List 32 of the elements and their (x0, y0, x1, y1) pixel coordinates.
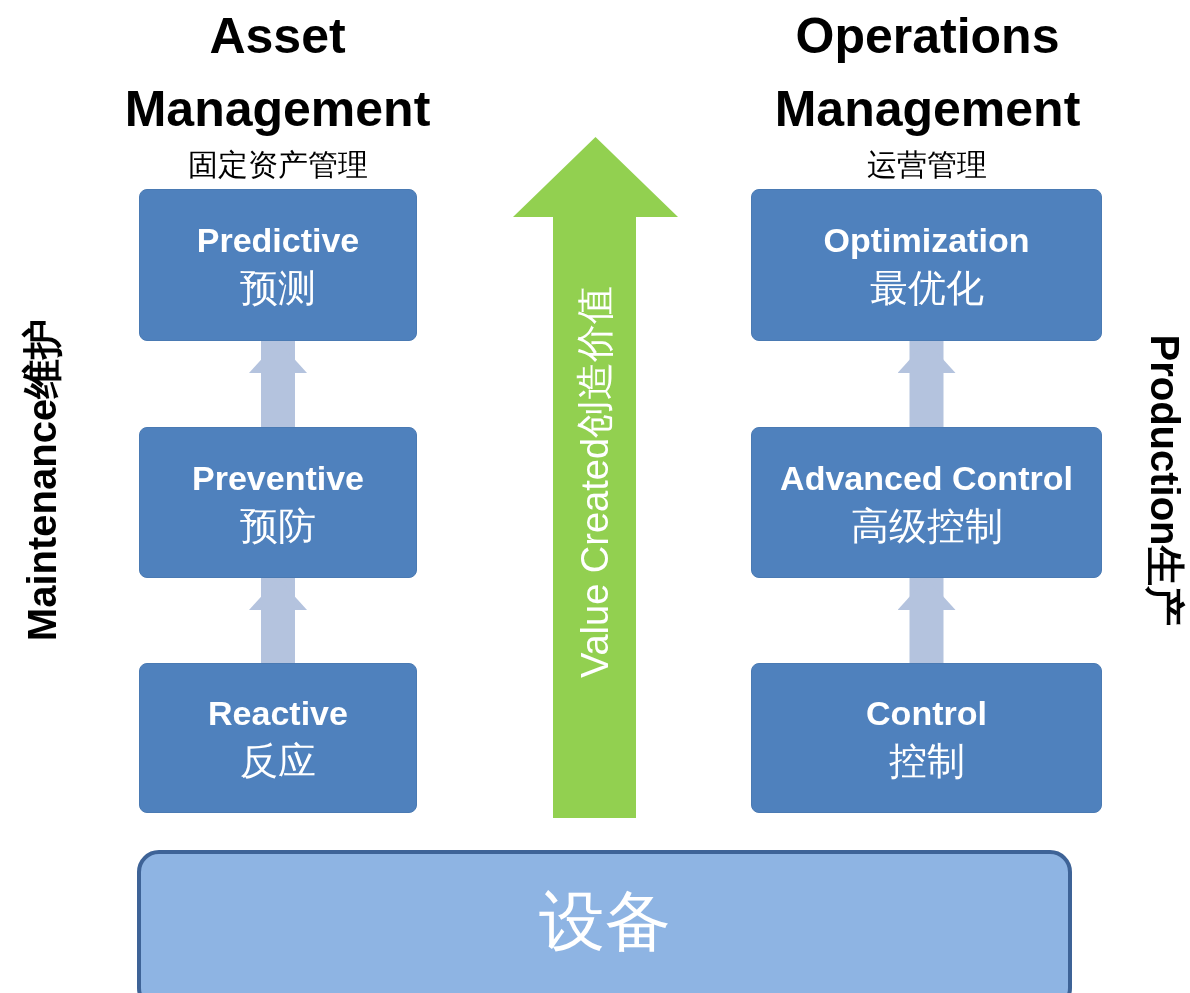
process-box (139, 663, 417, 813)
box-subtitle: 高级控制 (850, 506, 1003, 545)
box-title: Preventive (192, 460, 364, 495)
box-subtitle: 预测 (240, 269, 316, 307)
process-box (751, 663, 1102, 813)
value-arrow (513, 137, 678, 818)
box-subtitle: 预防 (240, 506, 316, 545)
block-arrow (249, 578, 307, 663)
bar-label: 设备 (538, 888, 671, 954)
process-box (751, 189, 1102, 341)
box-subtitle: 控制 (888, 742, 965, 780)
box-title: Advanced Control (780, 460, 1073, 495)
box-title: Predictive (196, 223, 360, 257)
side-label: Production生产 (1145, 334, 1185, 626)
box-title: Control (866, 696, 987, 730)
box-title: Optimization (823, 223, 1030, 257)
process-box (751, 427, 1102, 578)
subheading: 运营管理 (865, 150, 988, 180)
block-arrow (249, 341, 307, 427)
block-arrow (897, 341, 956, 427)
arrow-label: Value Created创造价值 (576, 285, 614, 679)
box-title: Reactive (208, 696, 348, 730)
heading: Asset Management (123, 7, 432, 139)
base-bar (137, 850, 1072, 993)
side-label: Maintenance维护 (22, 318, 62, 642)
box-subtitle: 反应 (240, 742, 316, 780)
process-box (139, 427, 417, 578)
block-arrow (897, 578, 956, 663)
process-box (139, 189, 417, 341)
subheading: 固定资产管理 (187, 150, 369, 180)
box-subtitle: 最优化 (869, 269, 984, 307)
heading: Operations Management (773, 7, 1082, 139)
